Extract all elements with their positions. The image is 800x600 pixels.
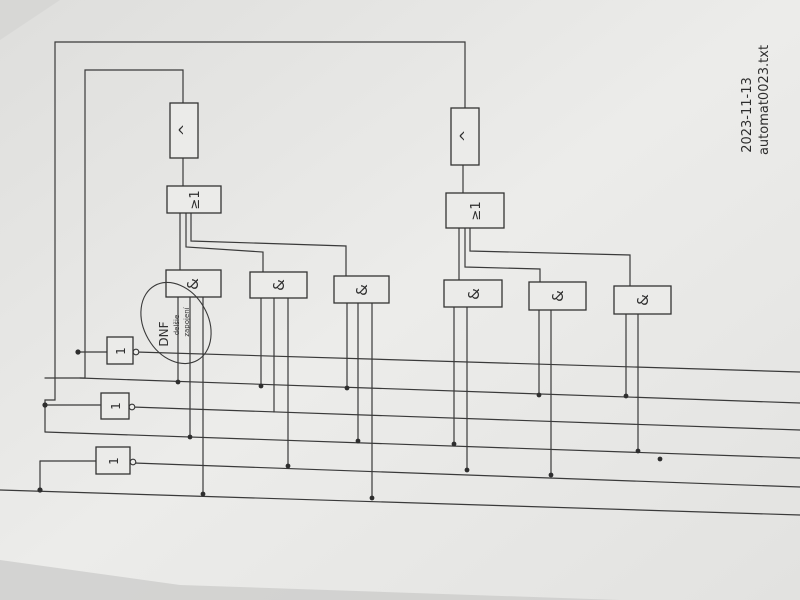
feedback-wire-inner <box>44 69 184 379</box>
and-gate-3 <box>333 275 390 304</box>
and-gate-2-symbol: & <box>270 279 288 291</box>
sheet-date: 2023-11-13 <box>740 77 755 153</box>
and-gate-3-symbol: & <box>353 284 371 296</box>
junction-dots <box>37 349 663 501</box>
flipflop-1 <box>169 102 199 159</box>
annotation-ellipse <box>140 281 212 365</box>
and-gate-5-symbol: & <box>549 290 567 302</box>
paper-shadow <box>0 560 620 600</box>
and-gate-4 <box>443 279 503 308</box>
and-gate-6-symbol: & <box>634 294 652 306</box>
inversion-bubbles <box>128 348 140 466</box>
sheet-filename: automat0023.txt <box>757 45 772 155</box>
bus-line-1 <box>135 351 800 373</box>
wire-or1-and3 <box>190 212 347 277</box>
and-gate-1-symbol: & <box>184 278 202 290</box>
flipflop-1-symbol: ^ <box>176 124 194 137</box>
wire-or1-and2 <box>185 212 264 273</box>
not-gate-1-symbol: 1 <box>114 347 128 355</box>
and-gate-5 <box>528 281 587 311</box>
or-gate-2-symbol: ≥1 <box>469 201 484 220</box>
or-gate-1-symbol: ≥1 <box>188 190 203 209</box>
and-gate-2 <box>249 271 308 299</box>
not-gate-1 <box>106 336 134 365</box>
not-gate-2 <box>100 392 130 420</box>
bus-line-7 <box>133 462 800 488</box>
paper-corner-shadow <box>0 0 60 40</box>
not-gate-3 <box>95 446 131 475</box>
flipflop-2-symbol: ^ <box>457 130 475 143</box>
bus-line-8 <box>0 489 800 516</box>
flipflop-2 <box>450 107 480 166</box>
not-gate-2-symbol: 1 <box>109 402 123 410</box>
annotation-line-1: delšie <box>173 315 181 336</box>
not-gate-3-symbol: 1 <box>107 457 121 465</box>
wire-or2-and5 <box>464 227 541 283</box>
and-gate-4-symbol: & <box>465 288 483 300</box>
annotation-title: DNF <box>157 321 171 346</box>
wire-or2-and6 <box>469 227 631 287</box>
and-gate-6 <box>613 285 672 315</box>
bus-line-5 <box>44 431 800 459</box>
annotation-line-2: zapojení <box>183 306 191 336</box>
bus-line-4 <box>131 406 800 431</box>
or-gate-1 <box>166 185 222 214</box>
bus-line-2 <box>79 377 800 404</box>
or-gate-2 <box>445 192 505 229</box>
